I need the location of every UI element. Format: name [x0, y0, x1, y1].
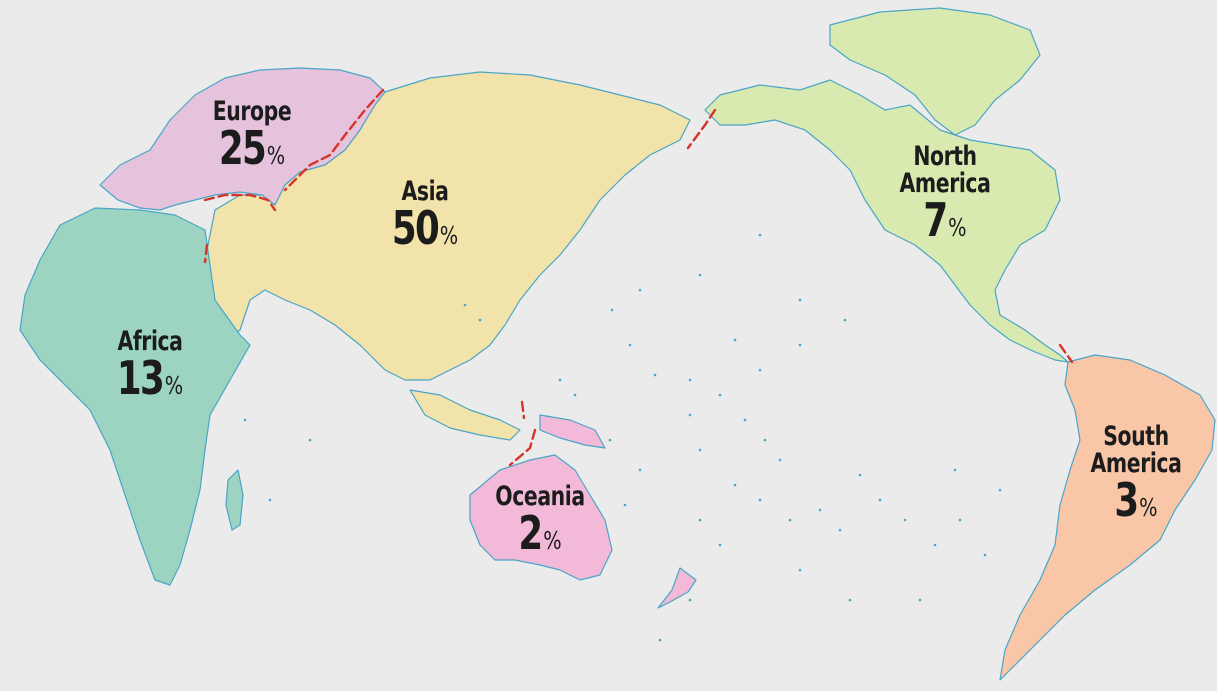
africa-shape — [19, 207, 251, 586]
australia-shape — [469, 454, 613, 581]
new-zealand-shape — [657, 567, 697, 609]
percent-value-south-america: 3 — [1114, 473, 1139, 527]
north-america-shape — [704, 79, 1069, 363]
island-dot — [903, 518, 907, 522]
madagascar-shape — [225, 469, 244, 531]
island-dot — [953, 468, 957, 472]
island-dot — [763, 438, 767, 442]
island-dot — [243, 418, 247, 422]
north-south-america-boundary — [1058, 343, 1074, 364]
island-dot — [610, 308, 614, 312]
island-dot — [983, 553, 987, 557]
europe-africa-boundary — [203, 193, 277, 212]
island-dot — [758, 233, 762, 237]
label-africa: Africa 13% — [111, 328, 188, 401]
continent-name-europe: Europe — [212, 96, 292, 127]
island-dot — [848, 598, 852, 602]
island-dot — [733, 483, 737, 487]
greenland-shape — [829, 7, 1041, 136]
percent-value-africa: 13 — [116, 351, 165, 405]
island-dot — [558, 378, 562, 382]
label-oceania: Oceania 2% — [487, 483, 593, 556]
asia-america-boundary — [686, 108, 717, 150]
island-dot — [918, 598, 922, 602]
percent-value-oceania: 2 — [518, 506, 543, 560]
africa-asia-boundary — [203, 243, 209, 264]
island-dot — [268, 498, 272, 502]
new-guinea-shape — [539, 414, 606, 449]
island-dot — [623, 503, 627, 507]
island-dot — [698, 448, 702, 452]
label-north-america: North America 7% — [891, 143, 999, 243]
island-dot — [958, 518, 962, 522]
label-south-america: South America 3% — [1082, 423, 1190, 523]
island-dot — [758, 498, 762, 502]
percent-sign-north-america: % — [948, 213, 967, 242]
island-dot — [838, 528, 842, 532]
asia-shape — [204, 71, 691, 381]
island-dot — [933, 543, 937, 547]
percent-value-north-america: 7 — [923, 193, 948, 247]
island-dot — [658, 638, 662, 642]
island-dot — [638, 468, 642, 472]
percent-asia: 50% — [392, 205, 458, 251]
percent-sign-asia: % — [439, 221, 459, 250]
percent-value-europe: 25 — [218, 121, 267, 175]
island-dot — [478, 318, 482, 322]
island-dot — [688, 378, 692, 382]
island-dot — [308, 438, 312, 442]
asia-oceania-boundary — [508, 400, 537, 467]
percent-value-asia: 50 — [391, 201, 440, 255]
island-dot — [843, 318, 847, 322]
island-dot — [878, 498, 882, 502]
island-dot — [718, 393, 722, 397]
island-dot — [818, 508, 822, 512]
percent-sign-europe: % — [266, 141, 286, 170]
south-america-shape — [999, 354, 1216, 681]
island-dot — [608, 438, 612, 442]
island-dot — [463, 303, 467, 307]
indonesia-shape — [409, 389, 521, 441]
island-dot — [638, 288, 642, 292]
island-dot — [698, 518, 702, 522]
continent-name-north-america: North America — [899, 141, 991, 199]
percent-sign-oceania: % — [543, 526, 562, 555]
percent-sign-south-america: % — [1139, 493, 1158, 522]
island-dot — [698, 273, 702, 277]
island-dot — [788, 518, 792, 522]
europe-asia-boundary — [283, 88, 385, 192]
island-dot — [733, 338, 737, 342]
continent-name-africa: Africa — [117, 326, 183, 357]
percent-europe: 25% — [212, 125, 292, 171]
island-dot — [688, 598, 692, 602]
percent-africa: 13% — [117, 355, 184, 401]
island-dot — [718, 543, 722, 547]
island-dot — [743, 418, 747, 422]
island-dot — [653, 373, 657, 377]
pacific-islands — [243, 233, 1002, 642]
percent-north-america: 7% — [898, 197, 991, 243]
island-dot — [573, 393, 577, 397]
island-dot — [858, 473, 862, 477]
label-europe: Europe 25% — [205, 98, 298, 171]
continent-name-asia: Asia — [401, 176, 449, 207]
island-dot — [798, 343, 802, 347]
island-dot — [758, 368, 762, 372]
island-dot — [778, 458, 782, 462]
continent-name-oceania: Oceania — [495, 481, 585, 512]
island-dot — [628, 343, 632, 347]
percent-oceania: 2% — [494, 510, 586, 556]
percent-sign-africa: % — [164, 371, 184, 400]
continent-name-south-america: South America — [1090, 421, 1182, 479]
island-dot — [688, 413, 692, 417]
island-dot — [798, 568, 802, 572]
percent-south-america: 3% — [1089, 477, 1182, 523]
island-dot — [998, 488, 1002, 492]
label-asia: Asia 50% — [387, 178, 464, 251]
island-dot — [798, 298, 802, 302]
